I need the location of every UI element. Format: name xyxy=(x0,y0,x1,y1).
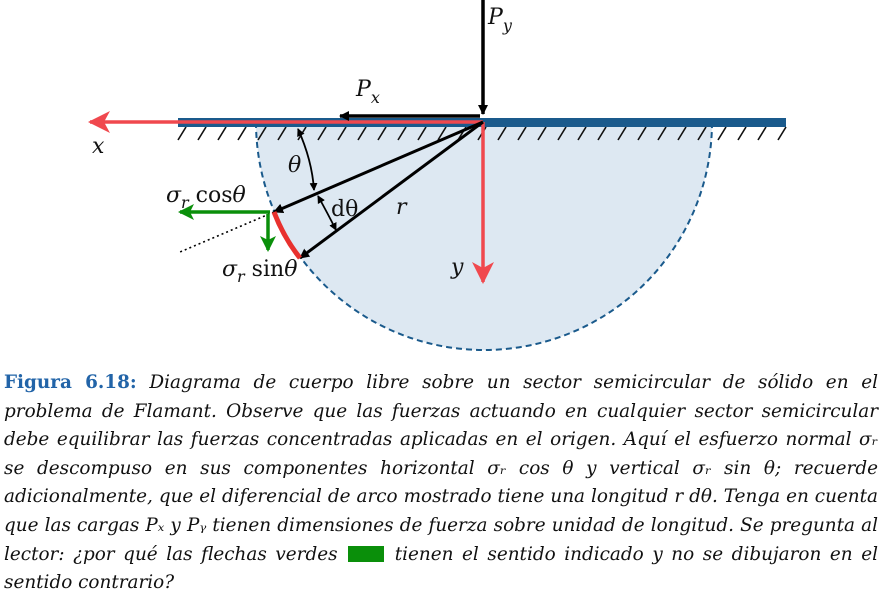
radius-line-1 xyxy=(273,120,484,214)
radius-extension xyxy=(179,211,275,253)
px-label: Px xyxy=(355,77,380,107)
y-axis-label: y xyxy=(450,255,464,280)
sigma-cos-label: σr cosθ xyxy=(166,183,246,212)
flamant-diagram: Py Px x y θ dθ r σr cosθ σr sinθ xyxy=(88,0,787,351)
figure-caption: Figura 6.18: Diagrama de cuerpo libre so… xyxy=(4,369,878,598)
green-arrow-swatch xyxy=(348,545,385,562)
x-axis-label: x xyxy=(92,134,105,159)
caption-text: Diagrama de cuerpo libre sobre un sector… xyxy=(4,372,878,565)
theta-angle-arc xyxy=(297,128,318,191)
dtheta-label: dθ xyxy=(331,197,358,222)
dtheta-angle-arc xyxy=(317,195,337,231)
r-label: r xyxy=(396,195,408,220)
py-label: Py xyxy=(487,5,513,35)
differential-arc xyxy=(271,211,302,260)
theta-label: θ xyxy=(288,153,301,178)
caption-label: Figura 6.18: xyxy=(4,372,137,393)
radius-line-2 xyxy=(299,120,484,260)
sigma-sin-label: σr sinθ xyxy=(222,257,297,286)
